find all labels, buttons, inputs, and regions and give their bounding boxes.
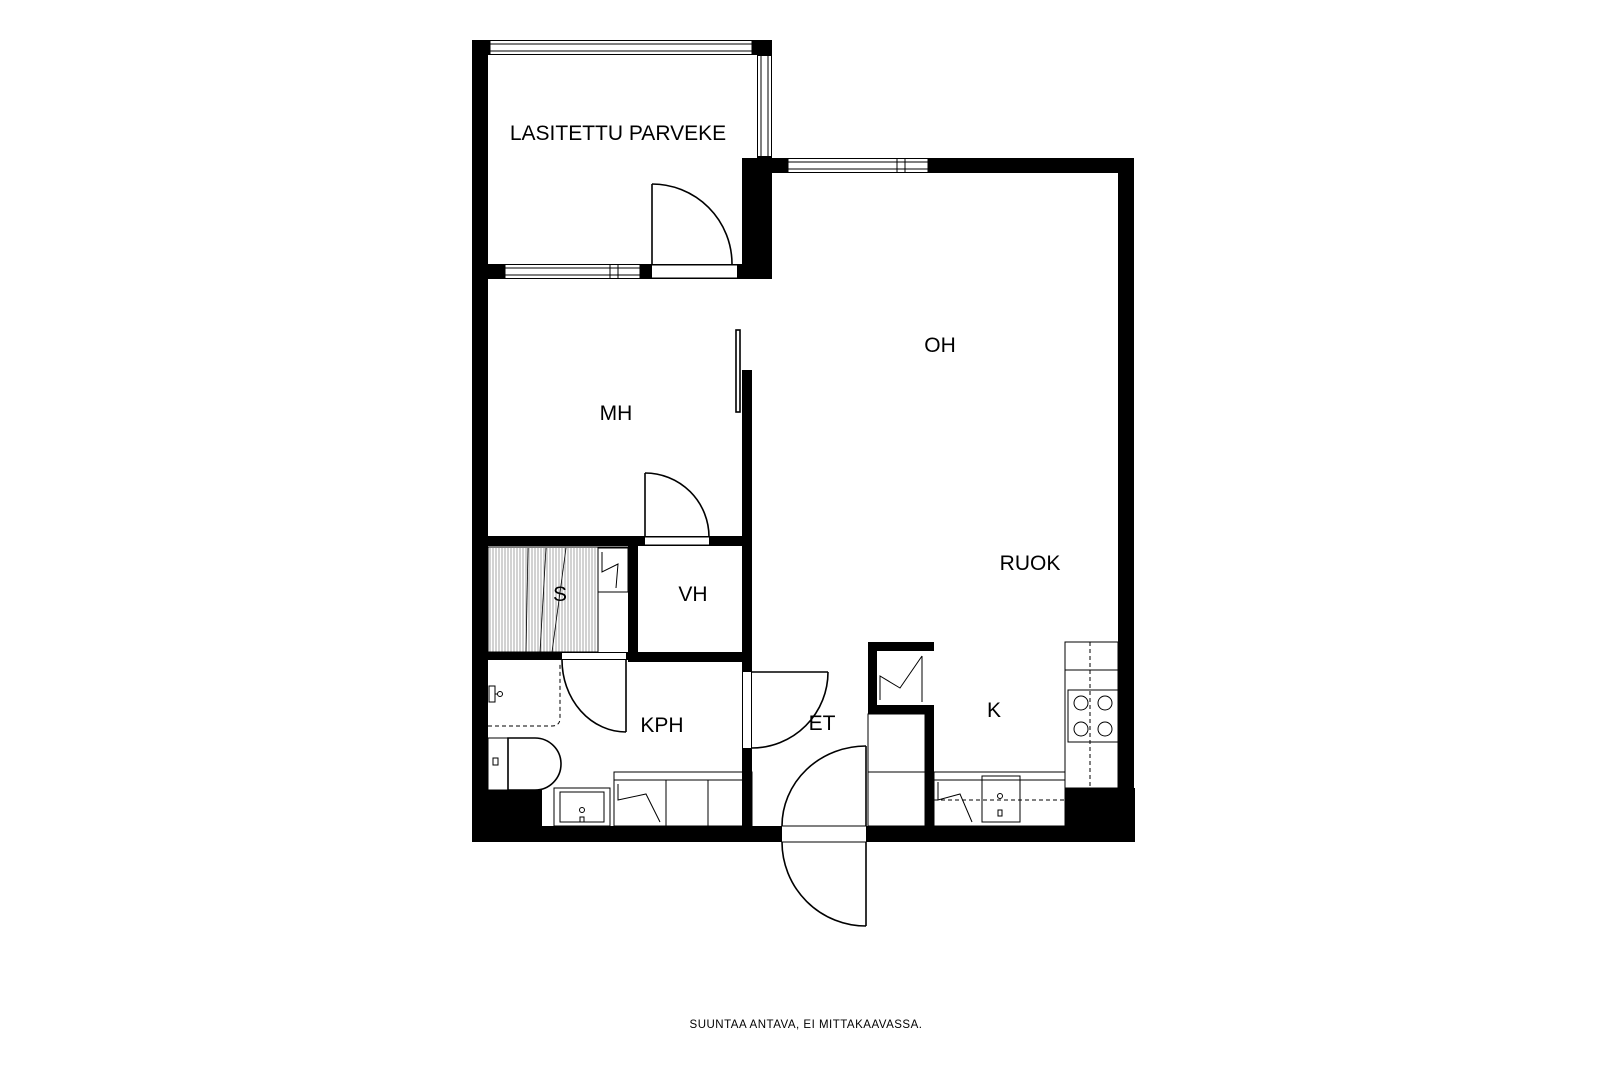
bathroom-fixtures <box>487 662 753 827</box>
room-label-bedroom: MH <box>600 402 633 425</box>
room-label-dining: RUOK <box>1000 552 1061 575</box>
room-label-sauna: S <box>553 583 567 606</box>
room-label-bathroom: KPH <box>640 714 683 737</box>
sauna-benches <box>487 546 629 653</box>
room-label-kitchen: K <box>987 699 1001 722</box>
doors <box>561 183 867 927</box>
room-label-hall: ET <box>809 712 836 735</box>
room-label-wardrobe: VH <box>678 583 707 606</box>
kitchen-fixtures <box>867 641 1119 827</box>
disclaimer-note: SUUNTAA ANTAVA, EI MITTAKAAVASSA. <box>690 1019 923 1031</box>
room-labels: LASITETTU PARVEKE OH MH RUOK S VH KPH ET… <box>510 122 1060 737</box>
windows <box>489 41 929 279</box>
room-label-balcony: LASITETTU PARVEKE <box>510 122 726 145</box>
room-label-living: OH <box>924 334 956 357</box>
